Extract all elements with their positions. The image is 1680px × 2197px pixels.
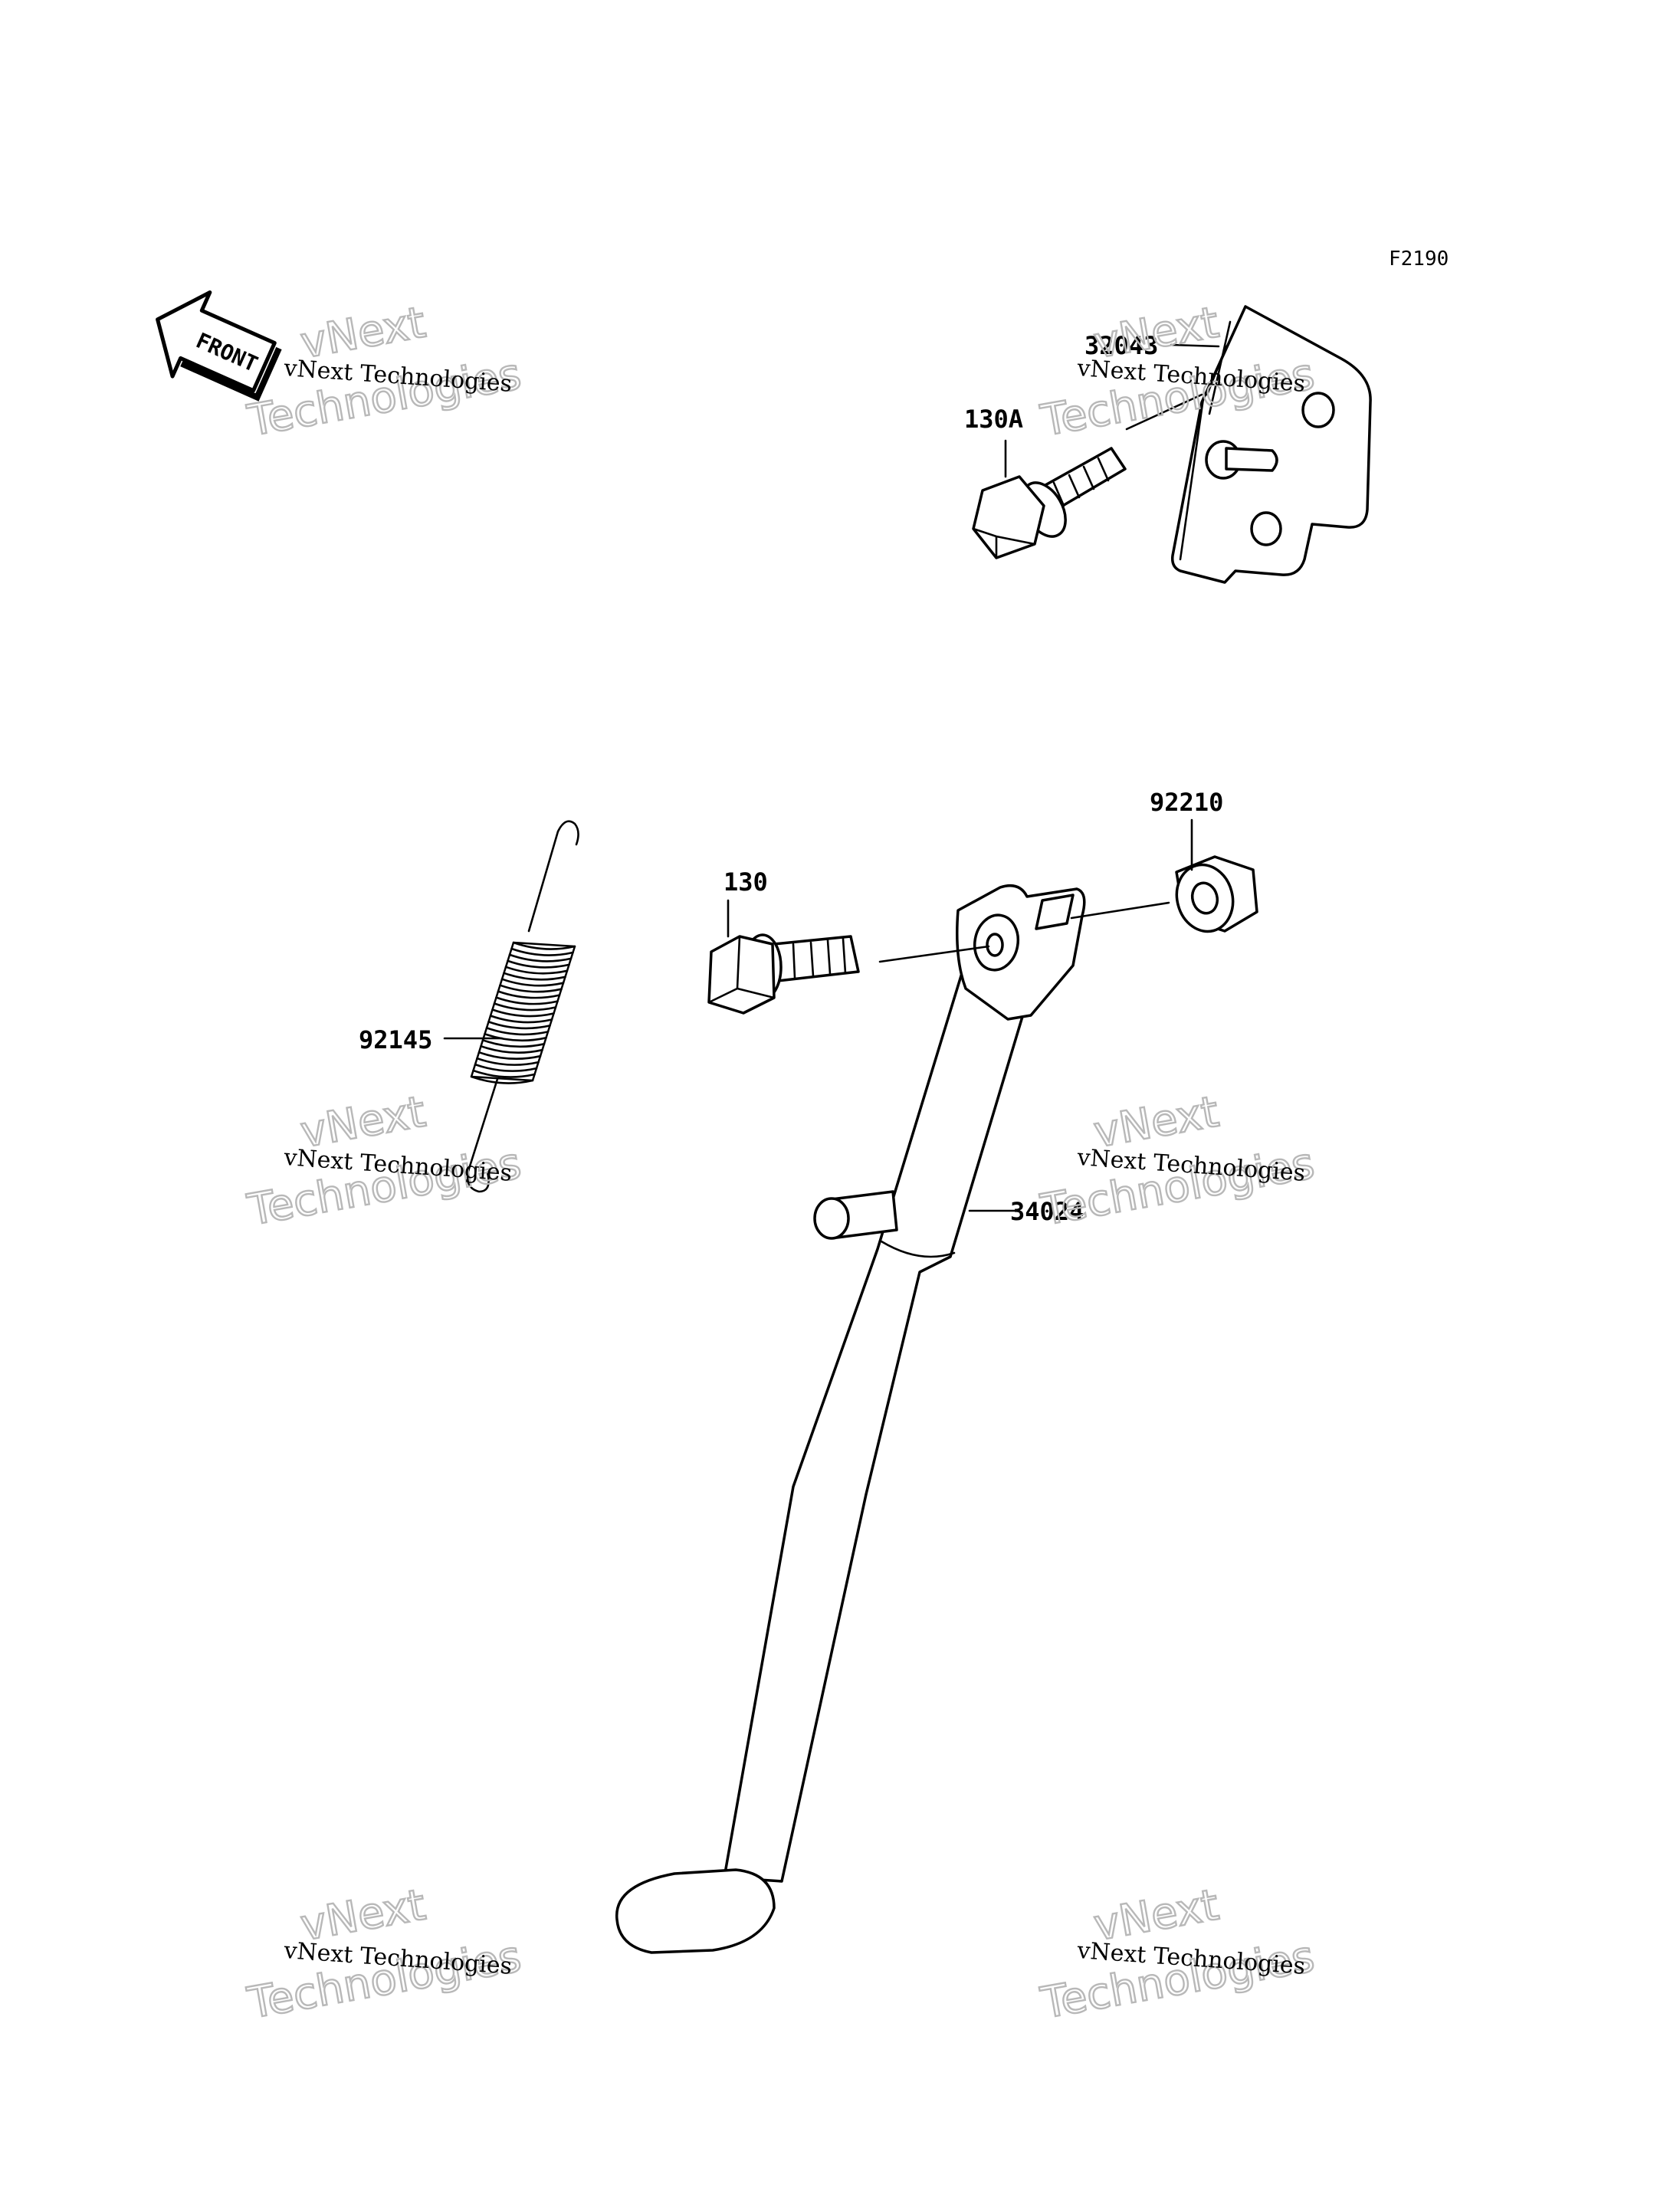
leader-lines: [443, 343, 1228, 1212]
front-arrow-icon: FRONT: [156, 290, 282, 402]
side-stand-34024: [615, 884, 1086, 1954]
figure-code: F2190: [1389, 248, 1449, 271]
nut-92210: [1175, 855, 1258, 933]
watermark: vNext Technologies vNext Technologies: [1036, 1879, 1319, 2029]
bolt-130: [707, 933, 860, 1015]
bolt-130a: [972, 447, 1127, 559]
part-label: 130: [724, 867, 768, 897]
watermark: vNext Technologies vNext Technologies: [243, 297, 526, 447]
watermark: vNext Technologies vNext Technologies: [1036, 1086, 1319, 1236]
part-label: 92145: [359, 1025, 432, 1054]
part-label: 34024: [1010, 1197, 1084, 1226]
part-label: 92210: [1150, 788, 1223, 817]
spring-92145: [466, 820, 579, 1193]
part-labels: 32043 130A 92210 130 92145 34024: [359, 331, 1223, 1226]
watermark: vNext Technologies vNext Technologies: [243, 1086, 526, 1236]
bracket-32043: [1170, 305, 1372, 584]
part-label: 130A: [964, 405, 1023, 434]
part-label: 32043: [1084, 331, 1158, 360]
watermark: vNext Technologies vNext Technologies: [243, 1879, 526, 2029]
